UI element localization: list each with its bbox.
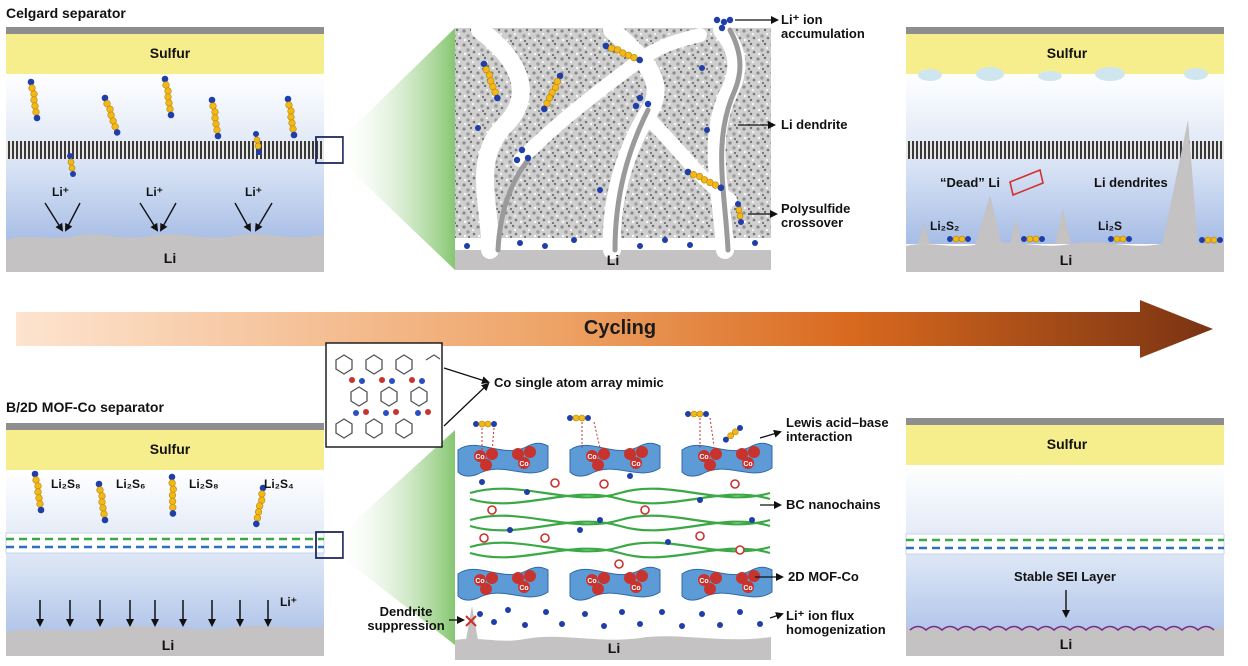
li-ion-accumulation-label: Li⁺ ion accumulation — [781, 13, 865, 40]
bottom-right-cell-panel — [906, 418, 1224, 656]
li-dendrites-label: Li dendrites — [1094, 176, 1168, 190]
li2s2-label: Li₂S₂ — [930, 220, 959, 233]
polysulfide-crossover-label: Polysulfide crossover — [781, 202, 850, 229]
species-label: Li₂S₈ — [189, 478, 219, 491]
li-anode-label: Li — [148, 638, 188, 653]
li-ion-label: Li⁺ — [146, 186, 163, 199]
species-label: Li₂S₈ — [51, 478, 81, 491]
li-flux-homogenization-label: Li⁺ ion flux homogenization — [786, 609, 886, 636]
lewis-acid-base-label: Lewis acid–base interaction — [786, 416, 889, 443]
co-single-atom-structure-inset — [326, 343, 442, 447]
sulfur-label: Sulfur — [1037, 46, 1097, 61]
li2s-label: Li₂S — [1098, 220, 1122, 233]
celgard-separator-layer — [6, 141, 324, 159]
li-anode-label: Li — [150, 251, 190, 266]
mof-co-label: 2D MOF-Co — [788, 570, 859, 584]
b2d-mof-separator-layer — [6, 533, 324, 553]
mof-co-layer-top — [458, 443, 772, 476]
top-section-title: Celgard separator — [6, 6, 126, 21]
species-label: Li₂S₆ — [116, 478, 145, 491]
li-ion-label: Li⁺ — [52, 186, 69, 199]
dead-li-label: “Dead” Li — [940, 176, 1000, 190]
top-zoom-panel — [455, 17, 777, 270]
li-ion-label: Li⁺ — [280, 596, 297, 609]
top-right-cell-panel — [906, 27, 1224, 272]
co-single-atom-label: Co single atom array mimic — [494, 376, 664, 390]
bottom-zoom-panel — [449, 411, 782, 660]
zoom-cone — [343, 28, 455, 270]
bc-nanochains-label: BC nanochains — [786, 498, 881, 512]
sulfur-label: Sulfur — [1037, 437, 1097, 452]
top-left-cell-panel — [6, 27, 343, 272]
zoom-li-label: Li — [594, 641, 634, 656]
mof-co-layer-bottom — [458, 567, 772, 600]
bottom-section-title: B/2D MOF-Co separator — [6, 400, 164, 415]
bottom-left-cell-panel — [6, 423, 343, 656]
sulfur-label: Sulfur — [140, 442, 200, 457]
bc-nanochains — [470, 489, 770, 558]
zoom-li-label: Li — [593, 253, 633, 268]
li-dendrite-label: Li dendrite — [781, 118, 847, 132]
dendrite-suppression-label: Dendrite suppression — [366, 605, 446, 632]
sulfur-label: Sulfur — [140, 46, 200, 61]
species-label: Li₂S₄ — [264, 478, 294, 491]
cycling-label: Cycling — [560, 318, 680, 339]
sei-layer-label: Stable SEI Layer — [1000, 570, 1130, 584]
li-anode-label: Li — [1046, 637, 1086, 652]
li-ion-label: Li⁺ — [245, 186, 262, 199]
li-anode-label: Li — [1046, 253, 1086, 268]
